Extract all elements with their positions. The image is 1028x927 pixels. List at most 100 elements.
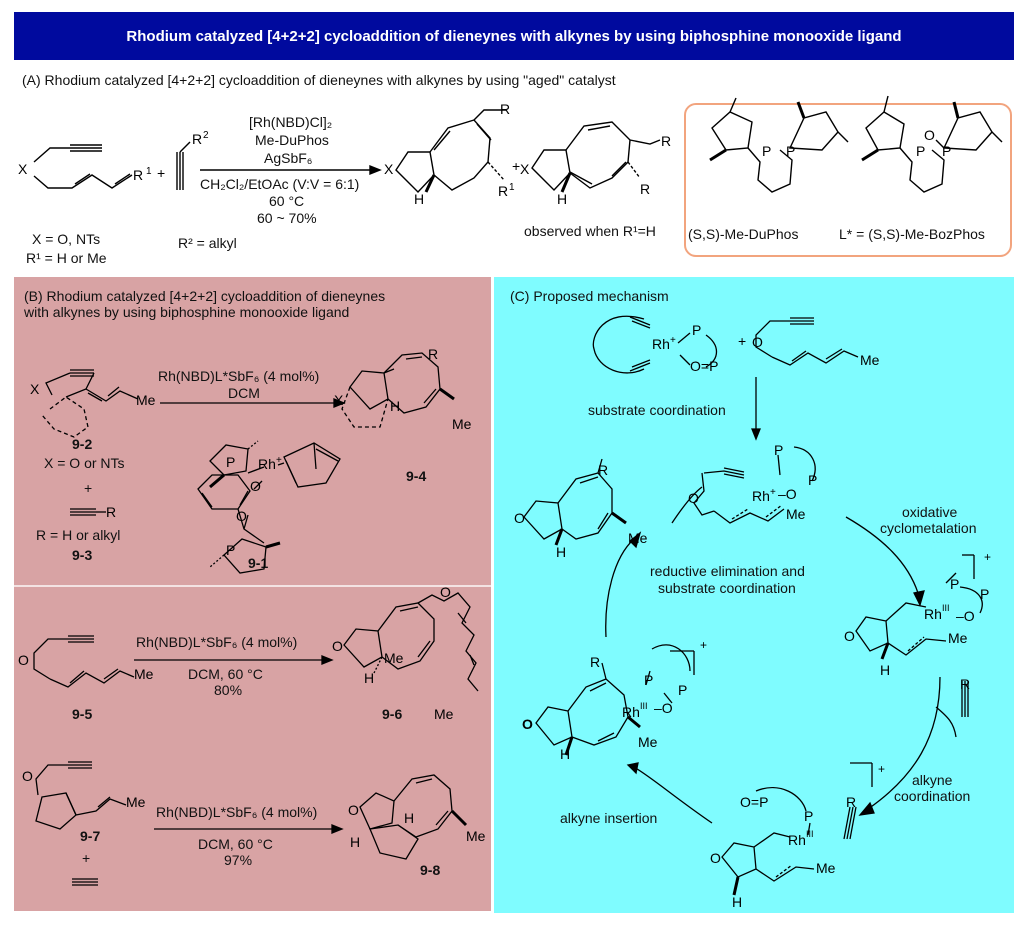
step-oxidative-line2: cyclometalation [880, 520, 977, 536]
atom-p-c-rc2: P [804, 808, 813, 824]
step-reductive-line1: reductive elimination and [650, 563, 805, 579]
atom-o-9-1b: O [236, 508, 247, 524]
atom-p-c-rc3: P [644, 672, 653, 688]
atom-rh-c-rc1: Rh [924, 606, 942, 622]
atom-r-c-alk: R [960, 676, 970, 692]
step-reductive-line2: substrate coordination [658, 580, 796, 596]
cycle-arrow-reductive [605, 538, 635, 638]
atom-rh-c1: Rh [652, 336, 670, 352]
cycle-arrow-insertion [633, 766, 713, 824]
charge-rc3: + [700, 638, 707, 652]
atom-rh-c-rc1-ox: III [942, 603, 950, 613]
atom-me-c-rc2: Me [816, 860, 836, 876]
atom-r2-p2: R [661, 133, 671, 149]
atom-r-c-prod: R [598, 462, 608, 478]
atom-r2-p1: R [500, 101, 510, 117]
b3-product-label: 9-8 [420, 862, 441, 878]
catalyst-9-1 [197, 440, 341, 574]
atom-o-c-complex: O [688, 490, 699, 506]
b1-product-label: 9-4 [406, 468, 427, 484]
mech-product [523, 458, 627, 546]
mech-rhodacycle-3 [535, 644, 695, 756]
atom-r1-p2: R [640, 181, 650, 197]
panel-b-title-line2: with alkynes by using biphosphine monoox… [24, 304, 350, 320]
atom-r-9-3: R [106, 504, 116, 520]
substrate-9-5 [33, 635, 135, 688]
ligand-box [684, 103, 1012, 257]
atom-p-c-rc3b: P [678, 682, 687, 698]
b1-alkyne-r: R = H or alkyl [36, 527, 121, 543]
atom-h-c-rc1: H [880, 662, 890, 678]
cycle-arrow-insertion-head [626, 762, 639, 775]
step-alkyne-coord-line1: alkyne [912, 772, 953, 788]
b2-yield: 80% [214, 682, 243, 698]
atom-h-c-rc3: H [560, 746, 570, 762]
me-duphos-structure [709, 97, 849, 193]
temperature-label: 60 °C [269, 193, 305, 209]
mech-rhodacycle-2 [721, 762, 873, 896]
cycle-arrow-oxidative [845, 516, 919, 594]
b1-plus: + [84, 480, 93, 496]
byproduct-note: observed when R¹=H [524, 223, 656, 239]
atom-op-c-rc3: –O [654, 700, 673, 716]
atom-o-9-5: O [18, 652, 29, 668]
atom-p-c-rc1: P [950, 576, 959, 592]
atom-p-boz-1: P [916, 143, 925, 159]
atom-x-9-2: X [30, 381, 40, 397]
cycle-arrow-release [671, 486, 703, 524]
b1-substrate-label: 9-2 [72, 436, 93, 452]
reaction-arrow-b3-head [331, 824, 344, 834]
alkyne-r2-label: R² = alkyl [178, 235, 237, 251]
atom-o-c-rc1: O [844, 628, 855, 644]
cycle-arrow-alkyne-coord-head [858, 801, 875, 816]
atom-o-c-rc2: O [710, 850, 721, 866]
b2-conditions-1: Rh(NBD)L*SbF₆ (4 mol%) [136, 634, 298, 650]
b1-conditions-1: Rh(NBD)L*SbF₆ (4 mol%) [158, 368, 320, 384]
alkyne-9-3 [70, 508, 106, 516]
panel-a-title: (A) Rhodium catalyzed [4+2+2] cycloaddit… [22, 72, 616, 88]
ligand-2-label: L* = (S,S)-Me-BozPhos [839, 226, 985, 242]
step-oxidative-line1: oxidative [902, 504, 958, 520]
mech-substrate [755, 317, 859, 366]
atom-p-duphos-1: P [762, 143, 771, 159]
step-substrate-coordination: substrate coordination [588, 402, 726, 418]
atom-r2-a: R [192, 131, 202, 147]
mech-rhodacycle-1 [855, 554, 983, 660]
step-alkyne-insertion: alkyne insertion [560, 810, 658, 826]
reaction-arrow-b1-head [333, 398, 346, 408]
me-bozphos-structure [861, 95, 1003, 193]
atom-me-c-sub: Me [860, 352, 880, 368]
b2-substrate-label: 9-5 [72, 706, 93, 722]
b2-conditions-2: DCM, 60 °C [188, 666, 263, 682]
atom-r-c-rc3: R [590, 654, 600, 670]
atom-op-c-rc2: O=P [740, 794, 768, 810]
dieneyne-substrate [33, 144, 133, 189]
atom-p-c2: P [774, 442, 783, 458]
b3-yield: 97% [224, 852, 253, 868]
atom-h-9-4: H [390, 398, 400, 414]
plus-a: + [157, 165, 165, 181]
alkyne-reagent [176, 141, 191, 190]
atom-me-9-4: Me [452, 416, 472, 432]
b3-conditions-1: Rh(NBD)L*SbF₆ (4 mol%) [156, 804, 318, 820]
plus-a2: + [512, 158, 520, 174]
figure-title-text: Rhodium catalyzed [4+2+2] cycloaddition … [126, 27, 902, 45]
product-9-6 [343, 592, 479, 692]
reaction-arrow-b2-head [321, 655, 334, 665]
additive-label: AgSbF₆ [264, 150, 313, 166]
mech-complex-1 [693, 446, 816, 524]
atom-rh-c2: Rh [752, 488, 770, 504]
atom-x-p2: X [520, 161, 530, 177]
atom-o-c-sub: O [752, 334, 763, 350]
atom-h-p1: H [414, 191, 424, 207]
atom-me-9-7: Me [126, 794, 146, 810]
product-isomer [531, 121, 661, 193]
atom-rh-c-rc2-ox: III [806, 829, 814, 839]
mech-arrow-down-head [751, 428, 761, 441]
atom-me-c-rc1: Me [948, 630, 968, 646]
atom-me-9-6b: Me [434, 706, 454, 722]
atom-me-9-8: Me [466, 828, 486, 844]
step-alkyne-coord-line2: coordination [894, 788, 971, 804]
product-cyclooctatriene [395, 109, 506, 194]
atom-r1-sup: 1 [146, 166, 152, 177]
